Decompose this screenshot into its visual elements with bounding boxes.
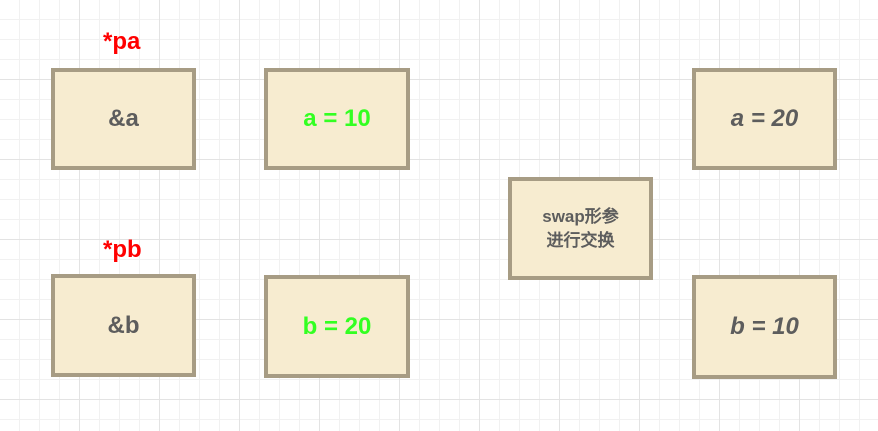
pointer-label-pa: *pa [103, 28, 141, 55]
swap-label-line-1: swap形参 [542, 206, 619, 226]
address-box-b: &b [51, 274, 196, 377]
value-box-a-before: a = 10 [264, 68, 410, 170]
value-box-b-before: b = 20 [264, 275, 410, 378]
value-box-b-after: b = 10 [692, 275, 837, 379]
address-box-a: &a [51, 68, 196, 170]
pointer-label-pb: *pb [103, 236, 142, 263]
swap-label-line-2: 进行交换 [546, 230, 615, 250]
value-box-a-after: a = 20 [692, 68, 837, 170]
swap-process-box: swap形参 进行交换 [508, 177, 653, 280]
